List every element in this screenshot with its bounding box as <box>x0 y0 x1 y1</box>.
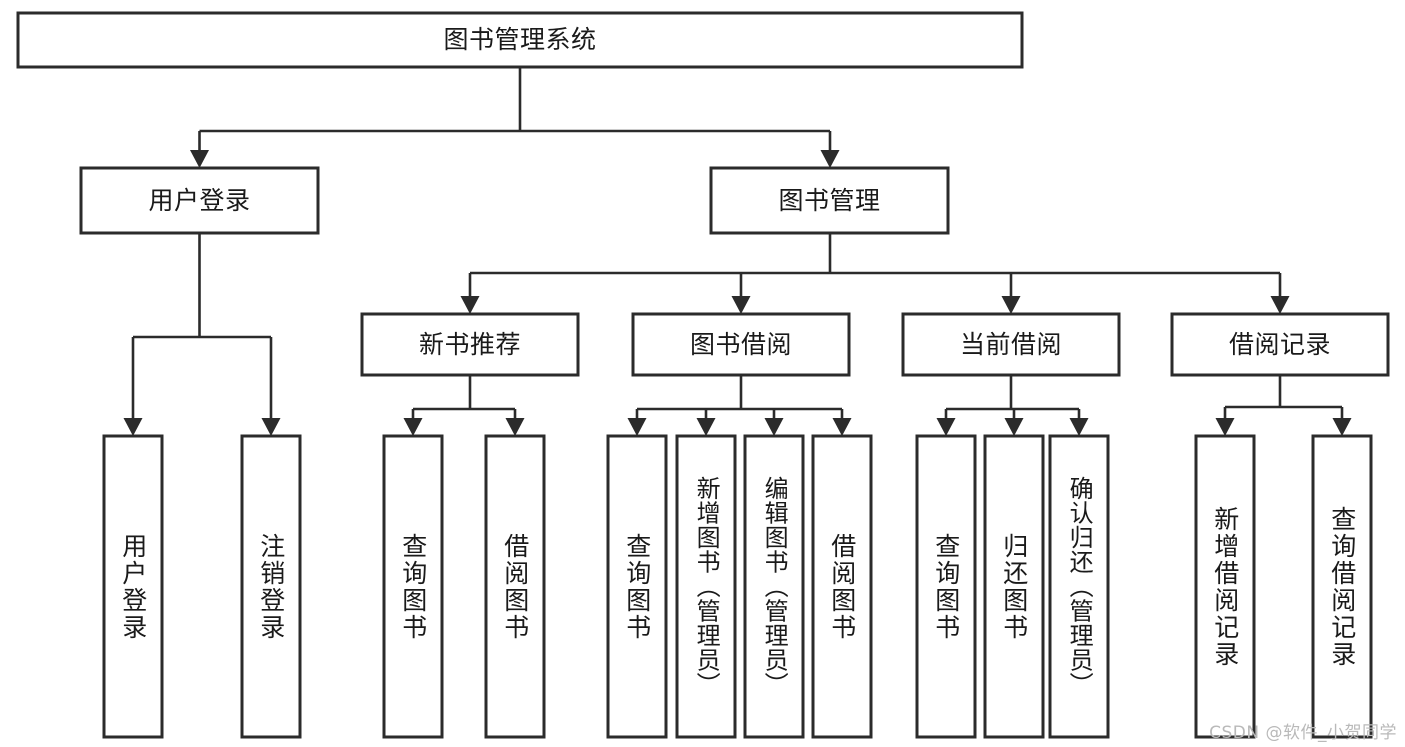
arrow-borrow-to-leaf-4 <box>832 418 852 436</box>
connector-group <box>123 67 1352 436</box>
leaf-box-12[interactable] <box>1311 434 1373 739</box>
arrow-borrow-to-leaf-2 <box>696 418 716 436</box>
arrow-current-to-leaf-2 <box>1004 418 1024 436</box>
node-box-book-borrow[interactable] <box>631 312 851 377</box>
leaf-box-11[interactable] <box>1194 434 1256 739</box>
arrow-new-book-to-leaf-1 <box>403 418 423 436</box>
leaf-box-10[interactable] <box>1048 434 1110 739</box>
arrow-book-mgmt-to-borrow <box>731 296 751 314</box>
arrow-new-book-to-leaf-2 <box>505 418 525 436</box>
node-box-root[interactable] <box>16 11 1024 69</box>
node-box-book-management[interactable] <box>709 166 950 235</box>
leaf-box-8[interactable] <box>915 434 977 739</box>
arrow-book-mgmt-to-current <box>1001 296 1021 314</box>
watermark-text: CSDN @软件_小贺同学 <box>1209 723 1397 743</box>
arrow-records-to-leaf-2 <box>1332 418 1352 436</box>
arrow-root-to-book-mgmt <box>820 150 840 168</box>
leaf-box-7[interactable] <box>811 434 873 739</box>
arrow-book-mgmt-to-new-book <box>460 296 480 314</box>
arrow-book-mgmt-to-records <box>1270 296 1290 314</box>
arrow-root-to-user-login <box>190 150 209 168</box>
arrow-current-to-leaf-1 <box>936 418 956 436</box>
leaf-box-4[interactable] <box>606 434 668 739</box>
leaf-box-5[interactable] <box>675 434 737 739</box>
node-box-borrow-records[interactable] <box>1170 312 1390 377</box>
leaf-box-0[interactable] <box>102 434 164 739</box>
arrow-borrow-to-leaf-1 <box>627 418 647 436</box>
arrow-records-to-leaf-1 <box>1215 418 1235 436</box>
leaf-box-1[interactable] <box>240 434 302 739</box>
arrow-current-to-leaf-3 <box>1069 418 1089 436</box>
leaf-box-3[interactable] <box>484 434 546 739</box>
node-box-group <box>16 11 1390 739</box>
arrow-user-login-to-leaf-1 <box>123 418 143 436</box>
leaf-box-9[interactable] <box>983 434 1045 739</box>
leaf-box-2[interactable] <box>382 434 444 739</box>
node-box-current-borrow[interactable] <box>901 312 1121 377</box>
arrow-user-login-to-leaf-2 <box>261 418 281 436</box>
arrow-borrow-to-leaf-3 <box>764 418 784 436</box>
node-box-user-login[interactable] <box>79 166 320 235</box>
node-box-new-book-recommend[interactable] <box>360 312 580 377</box>
leaf-box-6[interactable] <box>743 434 805 739</box>
